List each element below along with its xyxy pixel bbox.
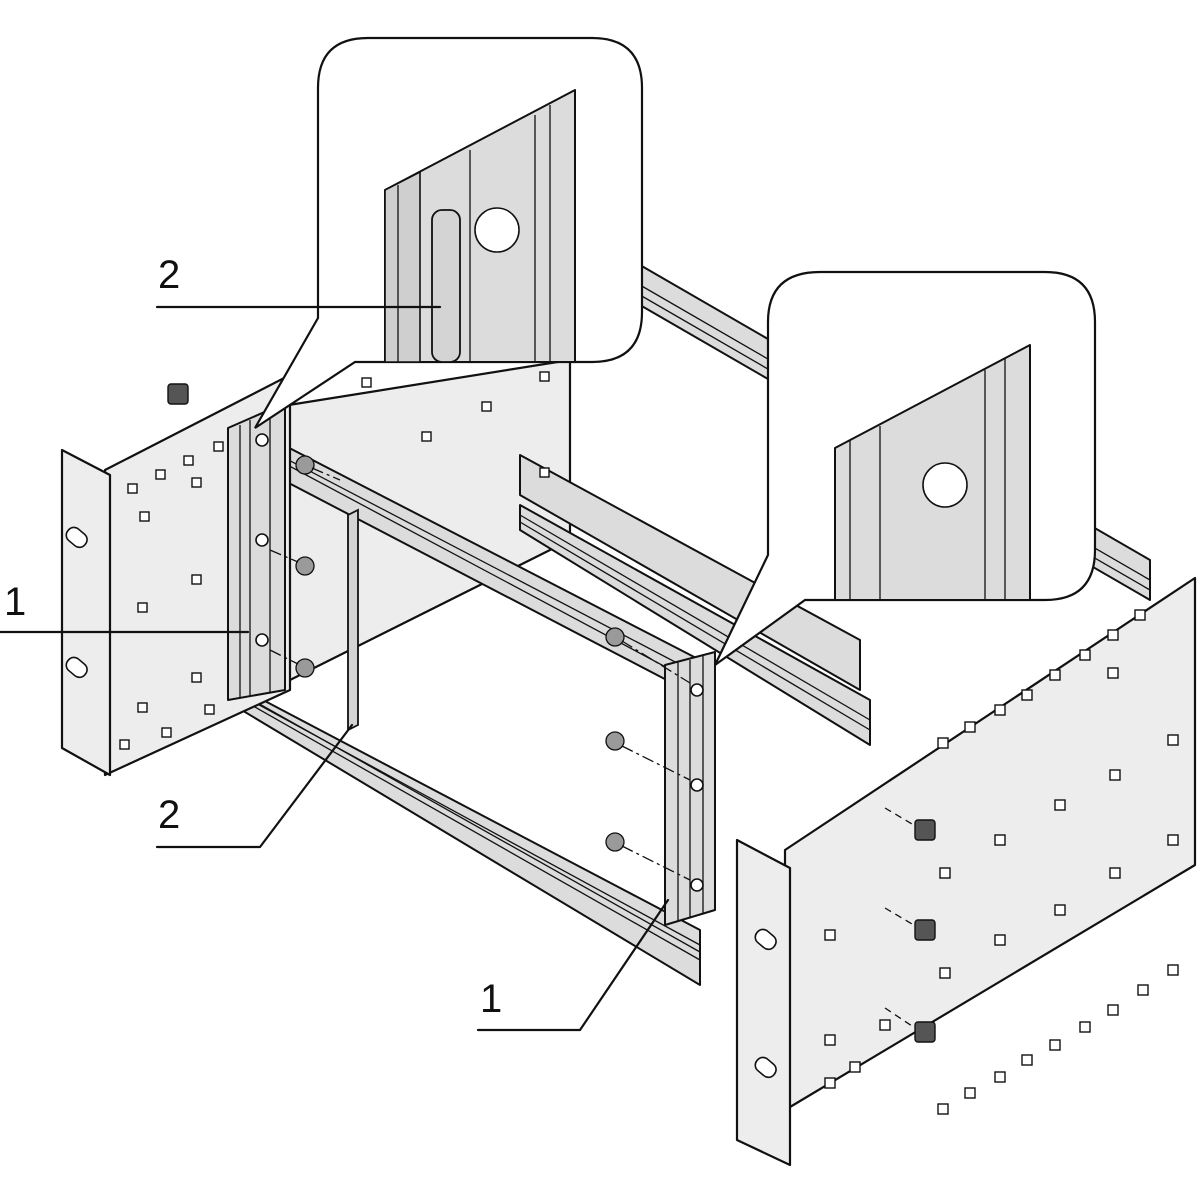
- top-middle-rail: [519, 454, 861, 691]
- panel-square-hole: [994, 1071, 1006, 1083]
- panel-square-hole: [1054, 904, 1066, 916]
- panel-square-hole: [1054, 799, 1066, 811]
- leader-lines: [0, 305, 670, 1032]
- panel-square-hole: [204, 704, 215, 715]
- bottom-middle-rail: [519, 504, 871, 746]
- callout-2-top: 2: [158, 253, 180, 297]
- panel-square-hole: [161, 727, 172, 738]
- callout-1-left: 1: [4, 580, 26, 624]
- panel-square-hole: [539, 467, 550, 478]
- mounting-slot: [65, 526, 88, 549]
- mounting-slot: [65, 656, 88, 679]
- panel-square-hole: [183, 455, 194, 466]
- panel-square-hole: [1109, 769, 1121, 781]
- panel-square-hole: [939, 967, 951, 979]
- screw-icon: [605, 832, 691, 881]
- panel-square-hole: [1167, 734, 1179, 746]
- cage-nut-icon: [914, 819, 936, 841]
- panel-square-hole: [1107, 667, 1119, 679]
- screw-icon: [269, 549, 315, 576]
- panel-square-hole: [1021, 1054, 1033, 1066]
- panel-square-hole: [1107, 1004, 1119, 1016]
- panel-square-hole: [1079, 1021, 1091, 1033]
- panel-square-hole: [994, 704, 1006, 716]
- panel-square-hole: [137, 602, 148, 613]
- panel-square-hole: [1021, 689, 1033, 701]
- panel-square-hole: [937, 1103, 949, 1115]
- panel-square-hole: [139, 511, 150, 522]
- panel-square-hole: [155, 469, 166, 480]
- right-panel-hole-pattern: [824, 609, 1179, 1115]
- panel-square-hole: [191, 574, 202, 585]
- panel-square-hole: [1167, 834, 1179, 846]
- screws: [269, 455, 691, 881]
- panel-square-hole: [937, 737, 949, 749]
- panel-square-hole: [119, 739, 130, 750]
- panel-square-hole: [191, 672, 202, 683]
- panel-square-hole: [1049, 1039, 1061, 1051]
- mounting-slot: [754, 928, 777, 951]
- cage-nut-icon: [167, 383, 189, 405]
- panel-square-hole: [964, 1087, 976, 1099]
- screw-icon: [269, 649, 315, 678]
- panel-square-hole: [1109, 867, 1121, 879]
- panel-square-hole: [539, 371, 550, 382]
- screw-icon: [605, 731, 691, 781]
- panel-square-hole: [1137, 984, 1149, 996]
- panel-square-hole: [137, 702, 148, 713]
- cage-nuts: [167, 383, 936, 1043]
- guide-strip: [347, 508, 359, 732]
- panel-square-hole: [213, 441, 224, 452]
- panel-square-hole: [879, 1019, 891, 1031]
- callout-2-bottom: 2: [158, 793, 180, 837]
- guide-strip-icon: [431, 209, 461, 363]
- panel-square-hole: [191, 477, 202, 488]
- panel-square-hole: [1079, 649, 1091, 661]
- panel-square-hole: [1167, 964, 1179, 976]
- panel-square-hole: [994, 834, 1006, 846]
- panel-square-hole: [964, 721, 976, 733]
- panel-square-hole: [1107, 629, 1119, 641]
- panel-square-hole: [1049, 669, 1061, 681]
- left-panel-hole-pattern: [119, 371, 550, 750]
- panel-square-hole: [127, 483, 138, 494]
- left-guide-profile: [227, 402, 286, 701]
- panel-square-hole: [421, 431, 432, 442]
- guide-strip-icon: [347, 508, 359, 732]
- detail-bubble-guide-strip: [254, 36, 644, 429]
- right-front-panel: [735, 576, 1197, 1167]
- panel-square-hole: [481, 401, 492, 412]
- panel-square-hole: [1134, 609, 1146, 621]
- mounting-slot: [754, 1056, 777, 1079]
- callout-labels: 2 1 2 1: [4, 253, 502, 1021]
- screw-icon: [605, 627, 691, 684]
- panel-square-hole: [939, 867, 951, 879]
- right-guide-profile: [664, 651, 716, 926]
- panel-square-hole: [824, 929, 836, 941]
- screw-icon: [295, 455, 341, 481]
- panel-square-hole: [824, 1034, 836, 1046]
- callout-1-bottom: 1: [480, 977, 502, 1021]
- cage-nut-icon: [914, 1021, 936, 1043]
- cage-nut-icon: [914, 919, 936, 941]
- panel-square-hole: [994, 934, 1006, 946]
- bottom-front-rail: [224, 679, 701, 986]
- detail-bubble-guide-profile: [714, 270, 1097, 666]
- panel-square-hole: [824, 1077, 836, 1089]
- panel-square-hole: [849, 1061, 861, 1073]
- panel-square-hole: [361, 377, 372, 388]
